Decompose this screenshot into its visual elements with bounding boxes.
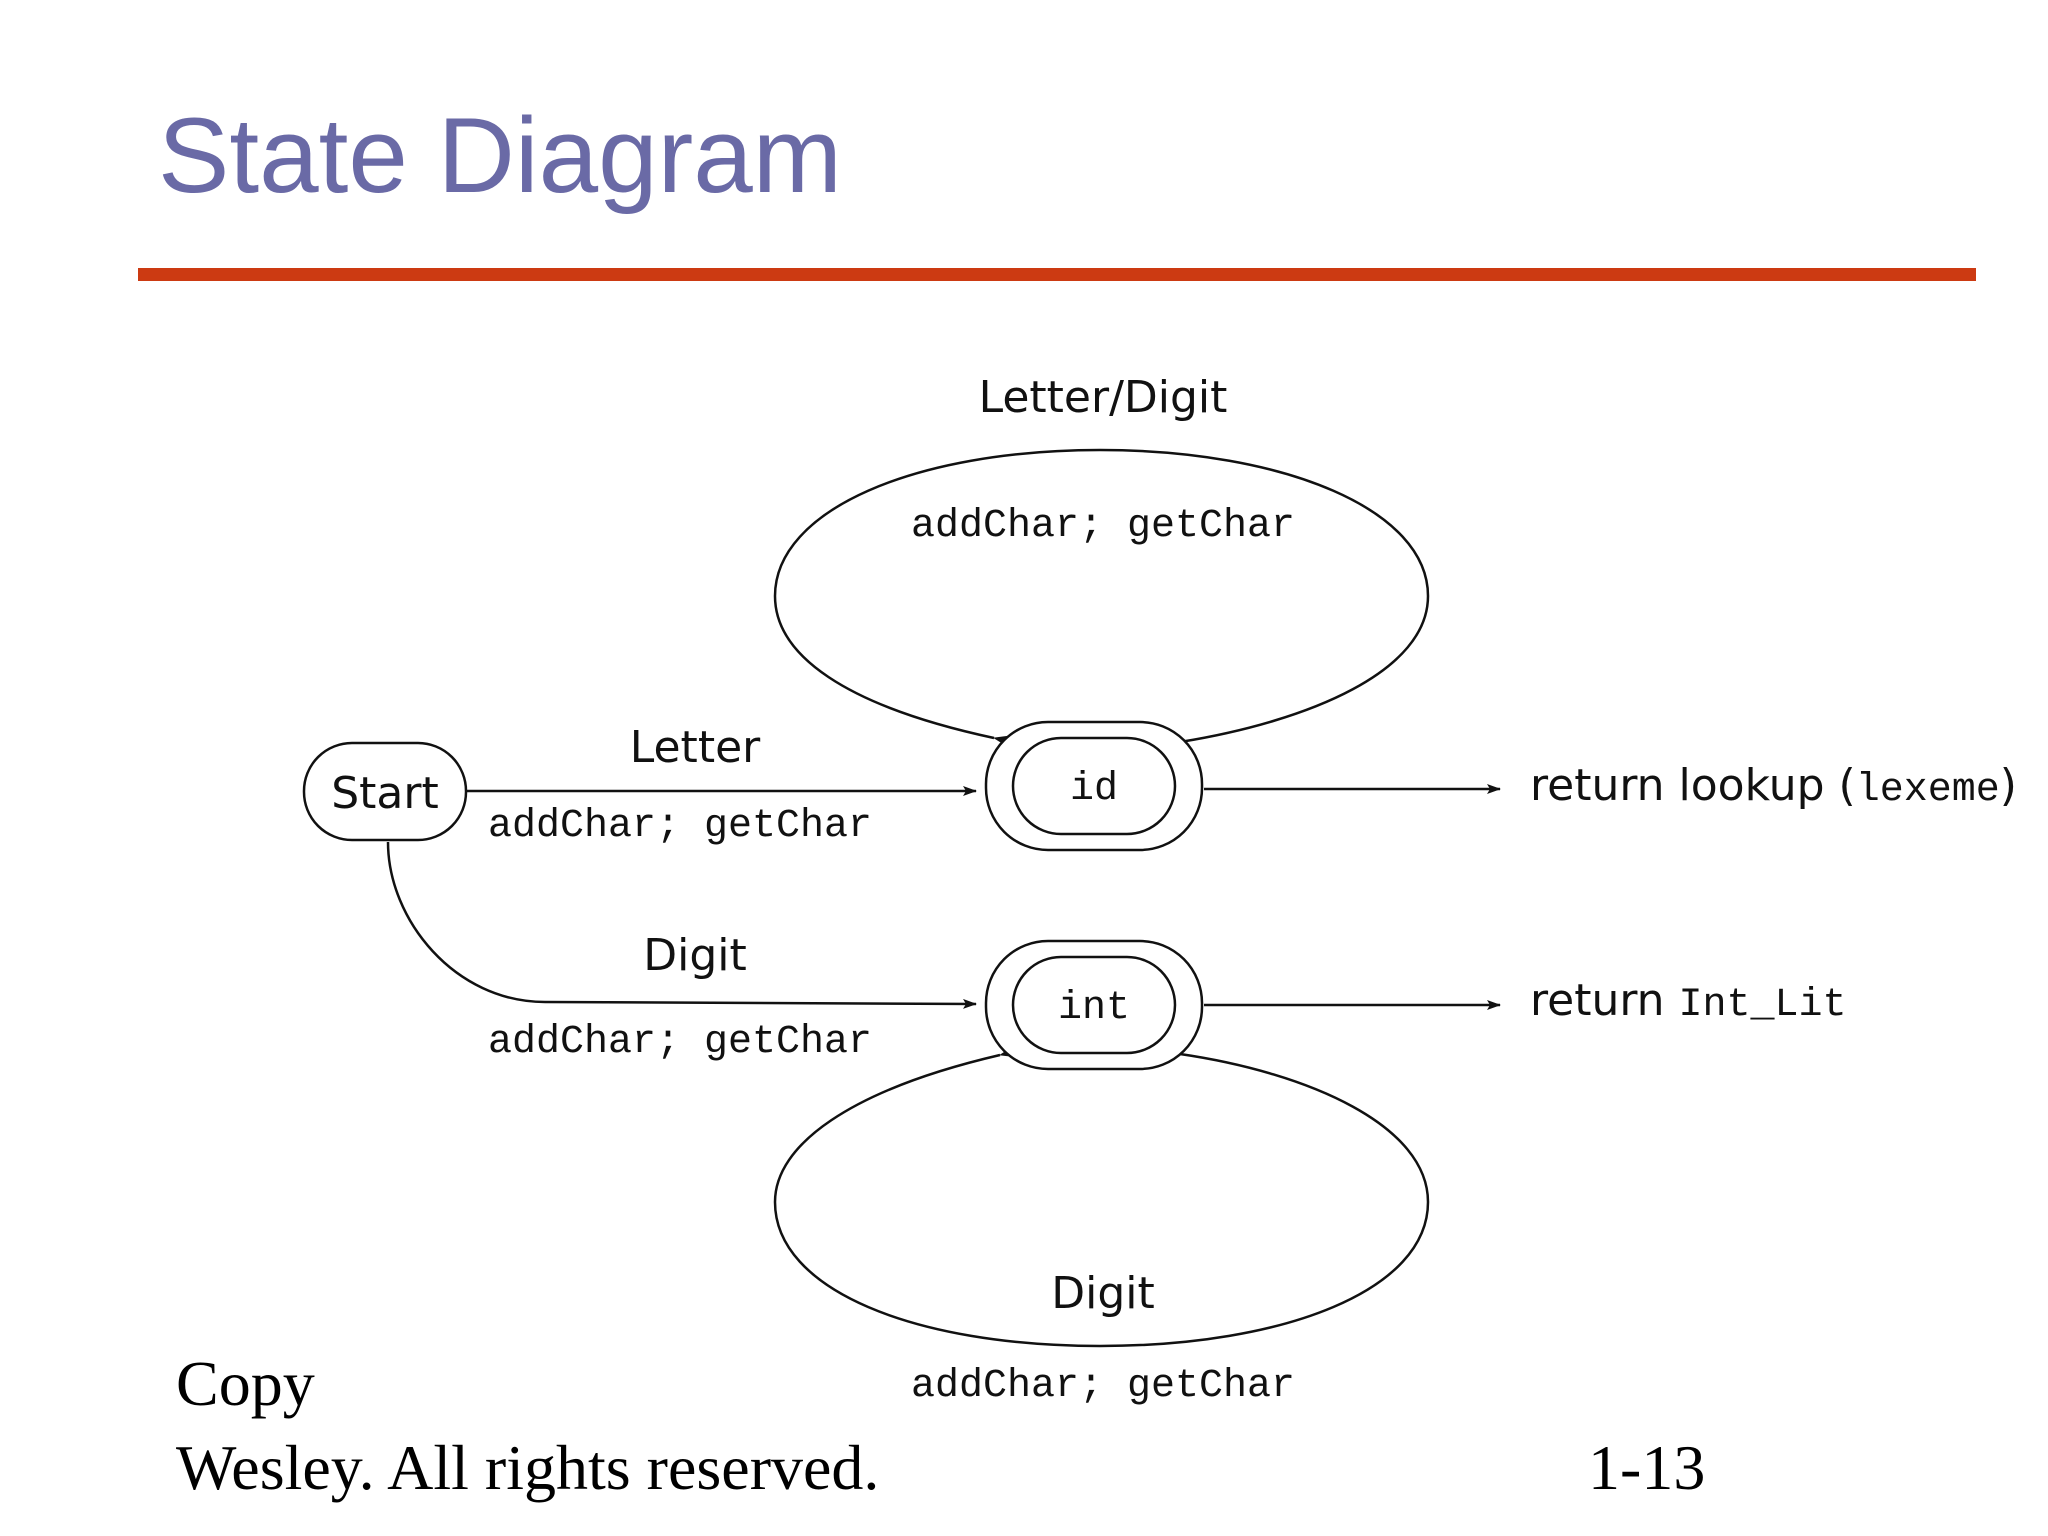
int-return-code: Int_Lit xyxy=(1679,983,1847,1028)
page-number: 1-13 xyxy=(1588,1432,1706,1503)
start-to-int-edge xyxy=(386,841,977,1009)
int-loop-action-label: addChar; getChar xyxy=(911,1364,1295,1409)
id-return-code: lexeme xyxy=(1856,768,2000,813)
int-return-label: return Int_Lit xyxy=(1530,975,1847,1028)
id-return-close: ) xyxy=(2000,760,2017,811)
start-state-label: Start xyxy=(331,768,439,819)
start-to-id-action-label: addChar; getChar xyxy=(488,804,872,849)
id-loop-input-label: Letter/Digit xyxy=(979,372,1228,423)
start-to-int-action-label: addChar; getChar xyxy=(488,1020,872,1065)
int-return-word: return xyxy=(1530,975,1679,1026)
start-to-id-input-label: Letter xyxy=(630,722,761,773)
id-return-label: return lookup (lexeme) xyxy=(1530,760,2017,813)
copyright-line-1: Copy xyxy=(176,1348,315,1419)
int-state-inner xyxy=(1011,955,1177,1055)
int-loop-input-label: Digit xyxy=(1051,1268,1155,1319)
start-state xyxy=(302,741,468,842)
id-state-inner xyxy=(1011,736,1177,836)
id-self-loop-edge xyxy=(773,448,1430,746)
id-state-label: id xyxy=(1070,767,1118,812)
slide-title: State Diagram xyxy=(158,95,842,215)
int-self-loop-edge xyxy=(773,1047,1430,1348)
copyright-line-2: Wesley. All rights reserved. xyxy=(176,1432,880,1503)
id-loop-action-label: addChar; getChar xyxy=(911,504,1295,549)
int-state-label: int xyxy=(1058,986,1130,1031)
start-to-int-input-label: Digit xyxy=(643,930,747,981)
title-divider xyxy=(138,268,1976,281)
id-return-word: return lookup ( xyxy=(1530,760,1856,811)
